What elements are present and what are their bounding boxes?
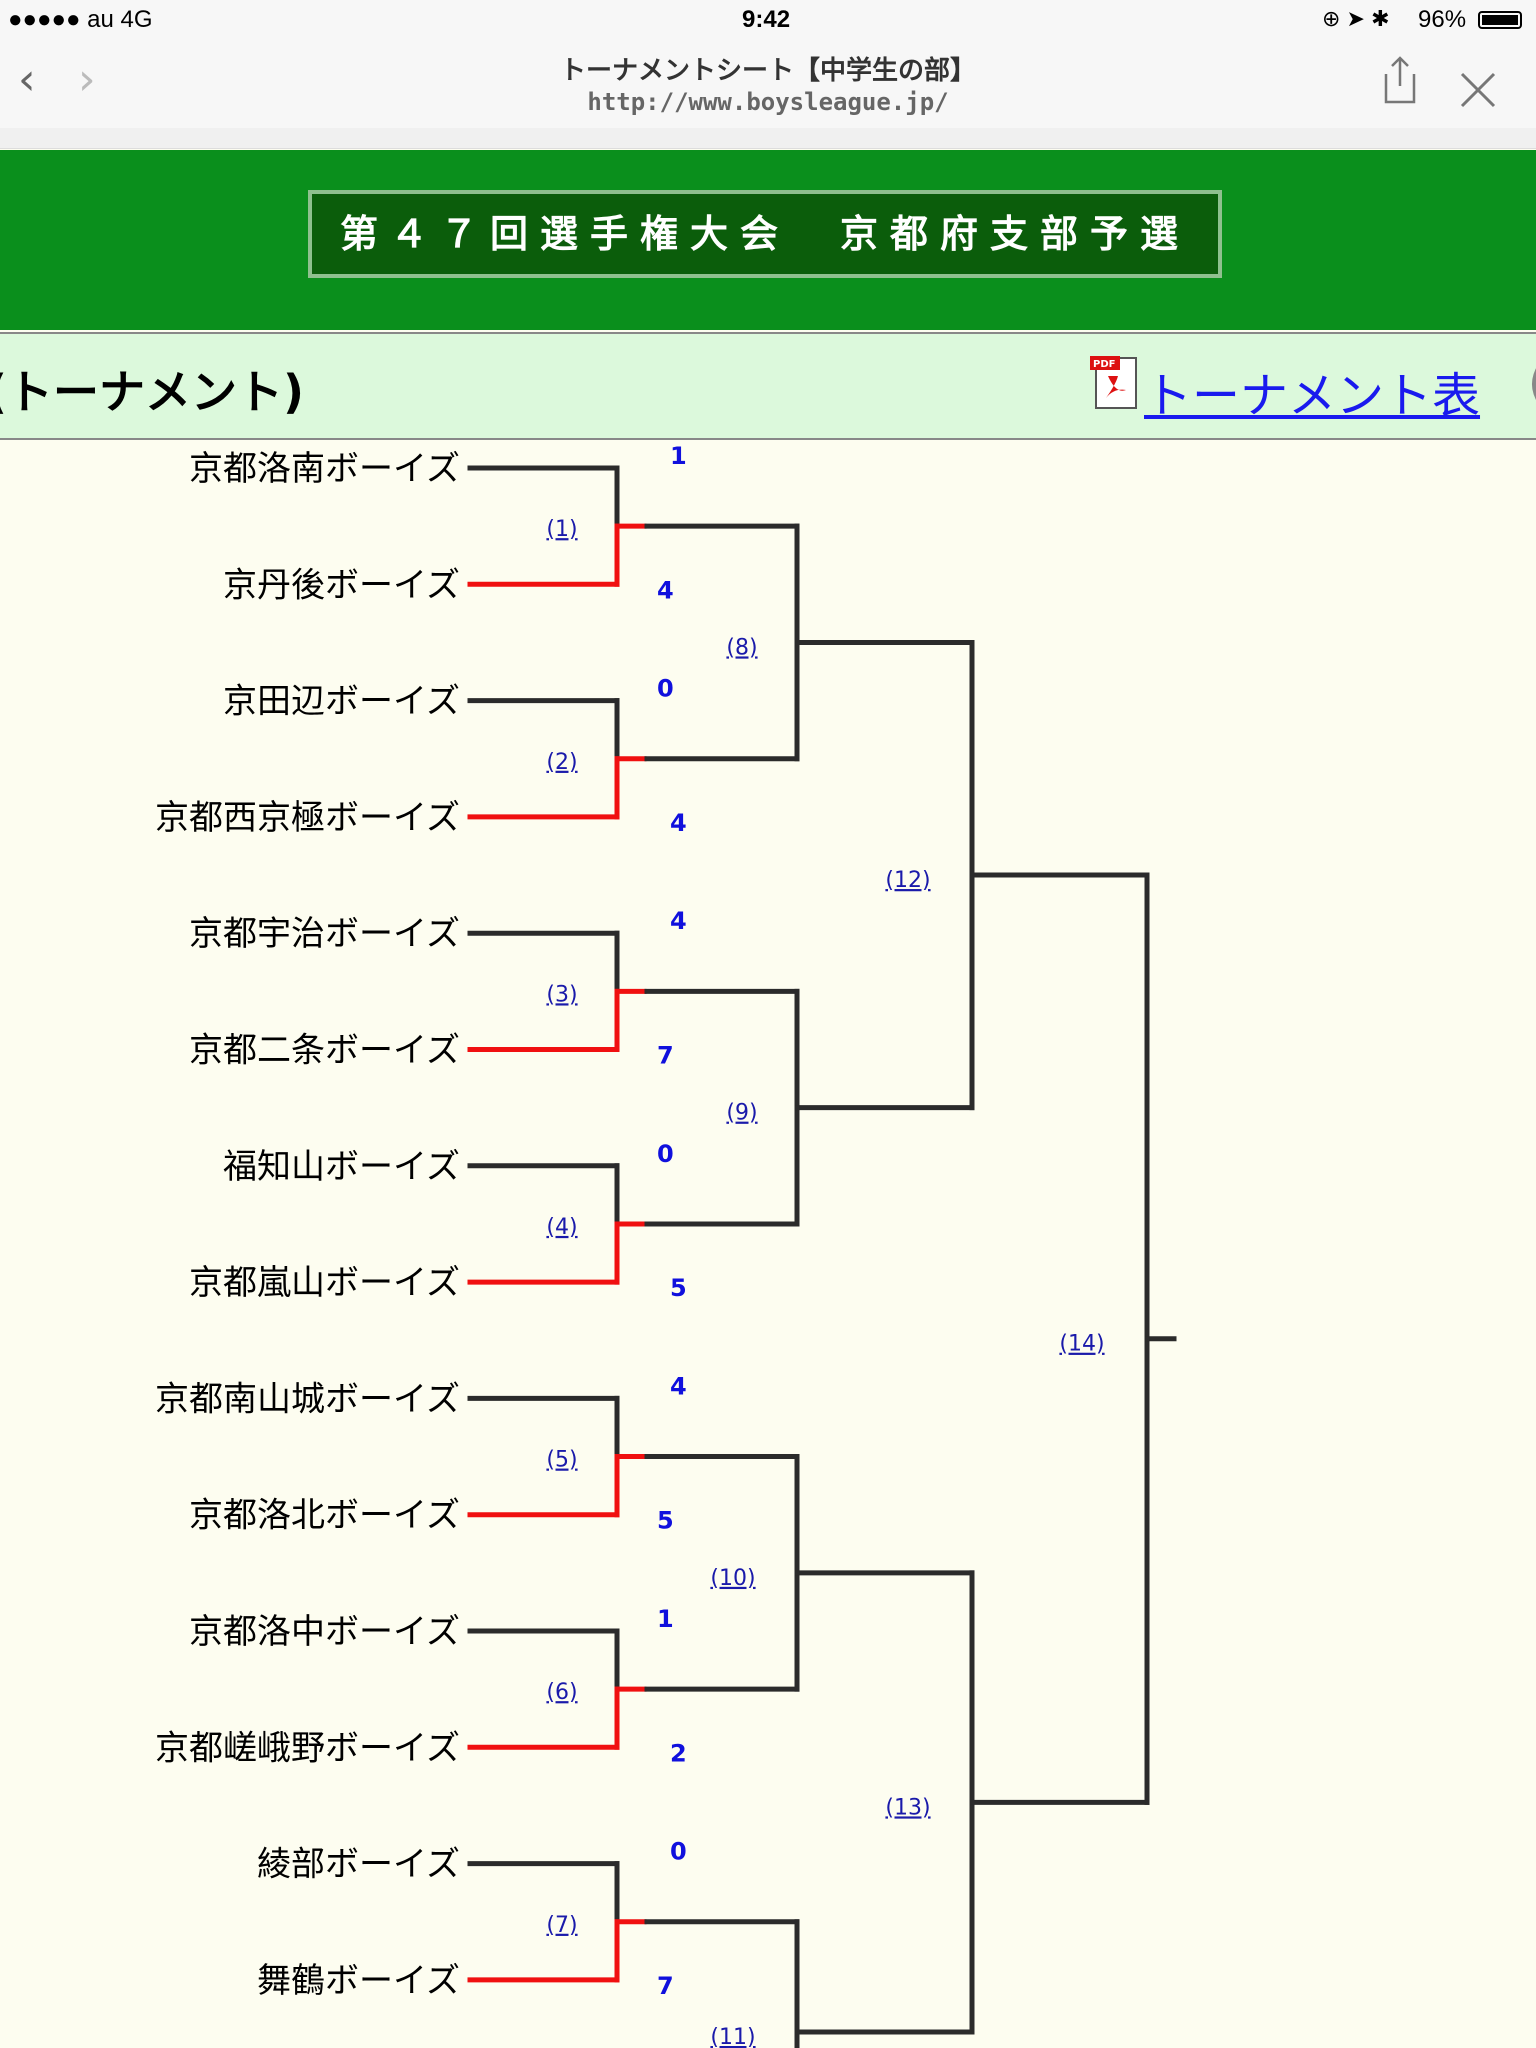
match-labels: (1) (2) (3) (4) (5) (6) (7) (8) (9) (10)… (546, 517, 1104, 2048)
section-paren: ( (1528, 356, 1536, 410)
team-score: 5 (670, 1274, 687, 1302)
team-name: 綾部ボーイズ (257, 1845, 460, 1885)
team-score: 7 (657, 1972, 674, 2000)
title-box: 第４７回選手権大会 京都府支部予選 (308, 190, 1222, 278)
match-label[interactable]: (2) (546, 750, 577, 775)
team-name: 京都嵐山ボーイズ (189, 1263, 460, 1303)
tournament-title: 第４７回選手権大会 京都府支部予選 (339, 212, 1190, 256)
page-url[interactable]: http://www.boysleague.jp/ (587, 88, 949, 116)
forward-chevron-icon[interactable]: › (78, 54, 96, 105)
status-icons: ⊕ ➤ ✱ (1322, 6, 1390, 31)
bracket-lines (467, 465, 1177, 2048)
close-icon[interactable] (1458, 70, 1498, 110)
team-score: 1 (657, 1605, 674, 1633)
header-band: 第４７回選手権大会 京都府支部予選 (0, 150, 1536, 330)
team-name: 京都二条ボーイズ (189, 1031, 460, 1071)
team-name: 京丹後ボーイズ (223, 565, 460, 605)
section-header: (トーナメント) PDF トーナメント表 ( (0, 332, 1536, 440)
team-score: 4 (657, 576, 674, 604)
team-name: 京都洛中ボーイズ (189, 1612, 460, 1652)
match-label[interactable]: (8) (726, 635, 757, 660)
svg-text:PDF: PDF (1093, 359, 1115, 370)
team-score: 0 (657, 675, 674, 703)
match-label[interactable]: (3) (546, 982, 577, 1007)
match-label[interactable]: (14) (1059, 1332, 1104, 1357)
team-name: 京都洛南ボーイズ (189, 449, 460, 489)
team-name: 京都南山城ボーイズ (155, 1379, 460, 1419)
battery-percent: 96% (1418, 6, 1467, 33)
share-icon[interactable] (1380, 54, 1420, 106)
team-name: 京田辺ボーイズ (223, 682, 460, 722)
tournament-pdf-link[interactable]: トーナメント表 (1144, 368, 1481, 424)
team-score: 0 (670, 1838, 687, 1866)
pdf-icon[interactable]: PDF (1088, 354, 1140, 410)
team-score: 1 (670, 442, 687, 470)
team-score: 5 (657, 1507, 674, 1535)
match-label[interactable]: (4) (546, 1215, 577, 1240)
team-score: 4 (670, 1372, 687, 1400)
team-name: 京都洛北ボーイズ (189, 1496, 460, 1536)
team-scores: 1 4 0 4 4 7 0 5 4 5 1 2 0 7 (657, 442, 687, 2000)
tournament-bracket: 京都洛南ボーイズ 京丹後ボーイズ 京田辺ボーイズ 京都西京極ボーイズ 京都宇治ボ… (155, 442, 1177, 2048)
team-name: 京都宇治ボーイズ (189, 914, 460, 954)
clock: 9:42 (742, 6, 791, 33)
team-score: 4 (670, 809, 687, 837)
match-label[interactable]: (5) (546, 1448, 577, 1473)
match-label[interactable]: (7) (546, 1913, 577, 1938)
page-title: トーナメントシート【中学生の部】 (559, 56, 976, 86)
battery-icon (1478, 11, 1522, 29)
team-score: 0 (657, 1140, 674, 1168)
match-label[interactable]: (13) (885, 1795, 930, 1820)
back-chevron-icon[interactable]: ‹ (18, 54, 36, 105)
team-name: 舞鶴ボーイズ (257, 1961, 460, 2001)
match-label[interactable]: (11) (710, 2025, 755, 2048)
team-score: 7 (657, 1042, 674, 1070)
browser-navbar: ‹ › トーナメントシート【中学生の部】 http://www.boysleag… (0, 40, 1536, 129)
team-score: 2 (670, 1739, 687, 1767)
team-name: 福知山ボーイズ (223, 1147, 460, 1187)
match-label[interactable]: (1) (546, 517, 577, 542)
match-label[interactable]: (10) (710, 1566, 755, 1591)
team-name: 京都西京極ボーイズ (155, 798, 460, 838)
team-score: 4 (670, 907, 687, 935)
match-label[interactable]: (6) (546, 1680, 577, 1705)
match-label[interactable]: (12) (885, 868, 930, 893)
status-bar: ●●●●● au 4G 9:42 ⊕ ➤ ✱ 96% (0, 0, 1536, 40)
team-name: 京都嵯峨野ボーイズ (155, 1728, 460, 1768)
section-title: (トーナメント) (0, 365, 305, 419)
carrier-signal: ●●●●● au 4G (8, 6, 153, 33)
ruler-strip (0, 128, 1536, 149)
team-names: 京都洛南ボーイズ 京丹後ボーイズ 京田辺ボーイズ 京都西京極ボーイズ 京都宇治ボ… (155, 449, 460, 2001)
match-label[interactable]: (9) (726, 1101, 757, 1126)
